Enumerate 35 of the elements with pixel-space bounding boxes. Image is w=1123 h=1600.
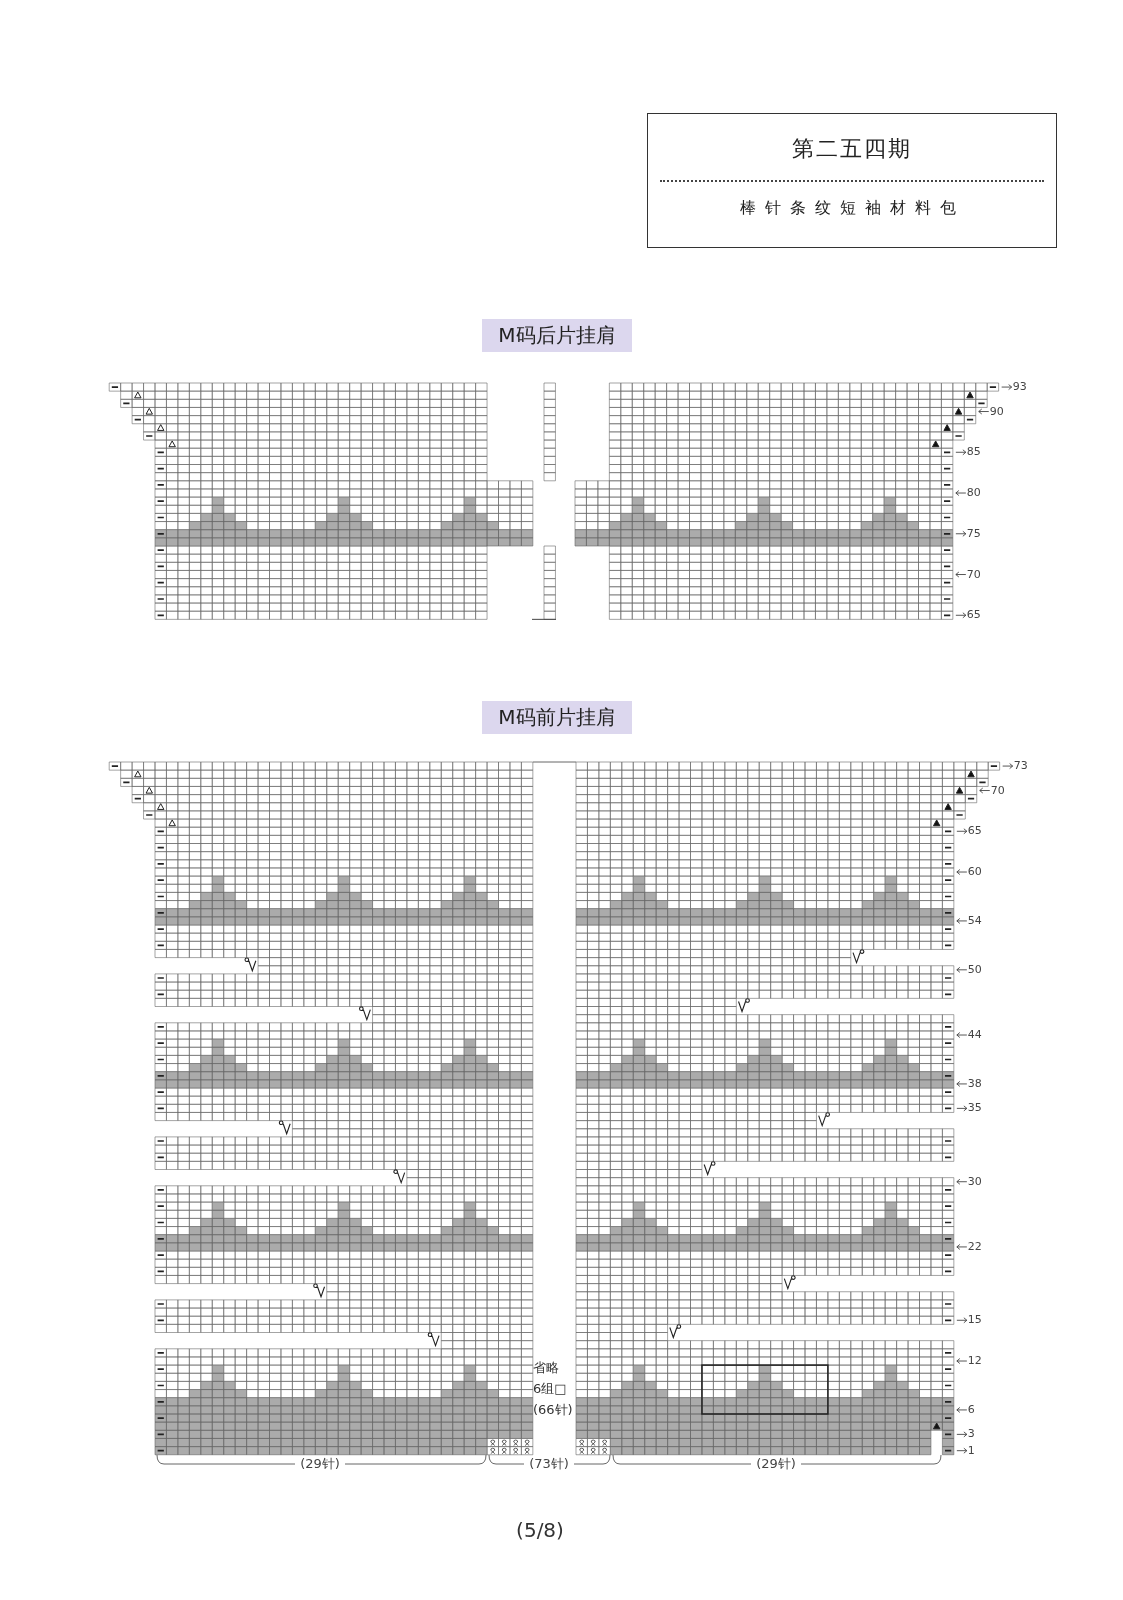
row-number: 65	[967, 824, 982, 839]
row-number: 73	[1013, 759, 1028, 774]
row-number: 90	[989, 404, 1004, 419]
row-number: 54	[967, 913, 982, 928]
row-number: 22	[967, 1239, 982, 1254]
row-number: 60	[967, 865, 982, 879]
row-number: 44	[967, 1028, 982, 1042]
row-number: 50	[967, 962, 982, 977]
note-text: 省略	[533, 1359, 559, 1376]
row-number: 30	[967, 1174, 982, 1189]
section-heading: M码前片挂肩	[482, 701, 632, 734]
section-heading: M码后片挂肩	[482, 319, 632, 352]
row-number: 93	[1012, 380, 1027, 395]
note-text: 6组□	[533, 1380, 567, 1397]
row-number: 65	[966, 608, 981, 623]
row-number: 75	[966, 526, 981, 541]
header-box	[647, 113, 1057, 248]
row-number: 80	[966, 486, 981, 500]
row-number: 38	[967, 1076, 982, 1091]
row-number: 1	[967, 1443, 975, 1458]
row-number: 12	[967, 1354, 982, 1368]
issue-title: 第二五四期	[791, 135, 913, 163]
row-number: 3	[967, 1427, 975, 1442]
row-number: 85	[966, 445, 981, 460]
kit-name: 棒针条纹短袖材料包	[738, 198, 966, 219]
row-number: 6	[967, 1402, 975, 1417]
page-number: (5/8)	[516, 1518, 564, 1542]
stitch-count: (29针)	[300, 1456, 340, 1472]
row-number: 35	[967, 1101, 982, 1116]
stitch-count: (73针)	[529, 1456, 569, 1472]
note-text: (66针)	[533, 1401, 573, 1418]
row-number: 70	[990, 783, 1005, 798]
row-number: 70	[966, 567, 981, 582]
row-number: 15	[967, 1313, 982, 1328]
stitch-count: (29针)	[756, 1456, 796, 1472]
